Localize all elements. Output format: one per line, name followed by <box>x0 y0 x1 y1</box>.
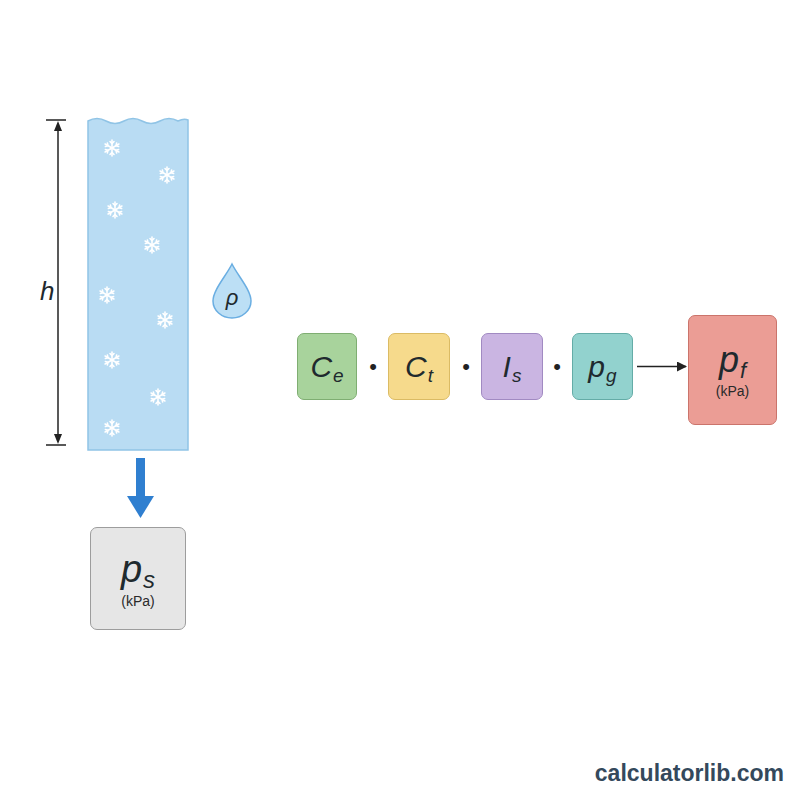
snow-column <box>88 119 188 451</box>
variable-subscript: s <box>512 365 522 384</box>
variable-symbol: p <box>719 342 739 378</box>
exposure-factor-box: Ce <box>297 333 357 400</box>
flat-roof-load-box: pf (kPa) <box>688 315 777 425</box>
variable-symbol: I <box>503 352 511 382</box>
density-drop: ρ <box>211 262 253 320</box>
unit-text: (kPa) <box>121 594 154 608</box>
symbol-row: pf <box>719 342 746 378</box>
variable-symbol: p <box>588 352 605 382</box>
symbol-row: Ce <box>310 352 343 382</box>
variable-subscript: g <box>606 365 617 384</box>
thermal-factor-box: Ct <box>388 333 450 400</box>
variable-symbol: p <box>121 550 142 588</box>
watermark: calculatorlib.com <box>595 762 784 785</box>
unit-text: (kPa) <box>716 384 749 398</box>
symbol-row: pg <box>588 352 616 382</box>
multiply-dot: • <box>553 356 561 378</box>
density-symbol: ρ <box>226 287 239 309</box>
result-arrow <box>637 366 686 368</box>
symbol-row: Ct <box>405 352 433 382</box>
variable-symbol: C <box>405 352 427 382</box>
variable-subscript: e <box>333 365 344 384</box>
multiply-dot: • <box>462 356 470 378</box>
snow-load-box: ps (kPa) <box>90 527 186 630</box>
importance-factor-box: Is <box>481 333 543 400</box>
ground-load-box: pg <box>572 333 633 400</box>
symbol-row: Is <box>503 352 522 382</box>
symbol-row: ps <box>121 550 155 588</box>
height-label: h <box>40 278 54 304</box>
variable-subscript: s <box>143 568 155 592</box>
snowflakes <box>100 140 174 436</box>
variable-subscript: t <box>428 365 433 384</box>
load-arrow <box>127 458 154 518</box>
variable-subscript: f <box>740 360 746 382</box>
multiply-dot: • <box>369 356 377 378</box>
variable-symbol: C <box>310 352 332 382</box>
